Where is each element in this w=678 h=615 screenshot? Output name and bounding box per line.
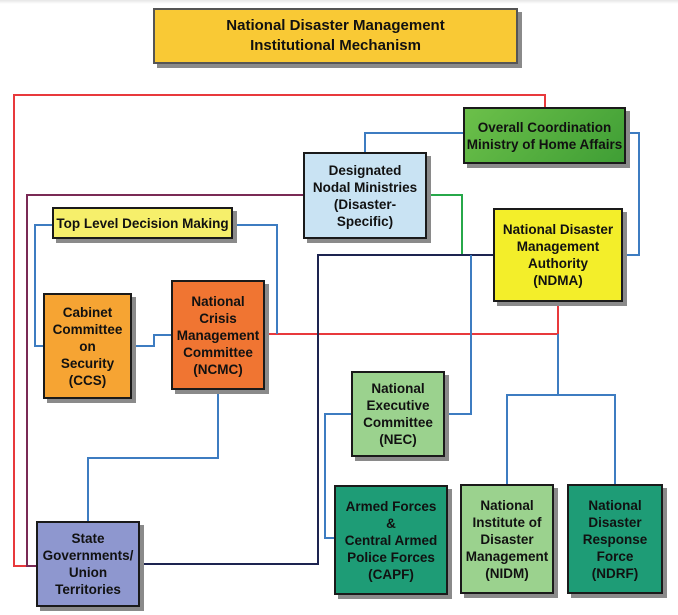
- node-nec: National Executive Committee (NEC): [351, 371, 445, 457]
- top-edge: [0, 0, 678, 4]
- node-ministry-of-home-affairs: Overall Coordination Ministry of Home Af…: [463, 107, 626, 164]
- blue-connector-ncmc-states: [87, 390, 219, 521]
- blue-connector-ccs-ncmc: [132, 334, 171, 347]
- node-ccs: Cabinet Committee on Security (CCS): [43, 293, 132, 399]
- red-connector-mha-states: [13, 94, 546, 567]
- blue-connector-mha-ndma: [623, 132, 640, 256]
- node-capf: Armed Forces & Central Armed Police Forc…: [334, 485, 448, 595]
- node-ncmc: National Crisis Management Committee (NC…: [171, 280, 265, 390]
- blue-connector-nidm-ndrf: [506, 394, 616, 484]
- node-nidm: National Institute of Disaster Managemen…: [460, 484, 554, 594]
- blue-connector-mha-nodal: [364, 132, 463, 152]
- blue-connector-ndma-nec: [445, 255, 472, 415]
- node-ndma: National Disaster Management Authority (…: [493, 208, 623, 302]
- red-connector-ncmc-ndma: [265, 302, 559, 335]
- plum-connector-nodal-states: [26, 194, 303, 567]
- diagram-title: National Disaster Management Institution…: [153, 8, 518, 64]
- blue-connector-tldm-ncmc: [233, 224, 278, 334]
- node-ndrf: National Disaster Response Force (NDRF): [567, 484, 663, 594]
- blue-connector-nec-capf: [324, 413, 351, 539]
- navy-connector-ndma-states: [140, 254, 493, 565]
- blue-connector-tldm-ccs: [34, 224, 52, 347]
- node-state-governments: State Governments/ Union Territories: [36, 521, 140, 607]
- node-top-level-decision-making: Top Level Decision Making: [52, 207, 233, 239]
- green-connector-nodal: [427, 194, 463, 255]
- node-designated-nodal-ministries: Designated Nodal Ministries (Disaster- S…: [303, 152, 427, 239]
